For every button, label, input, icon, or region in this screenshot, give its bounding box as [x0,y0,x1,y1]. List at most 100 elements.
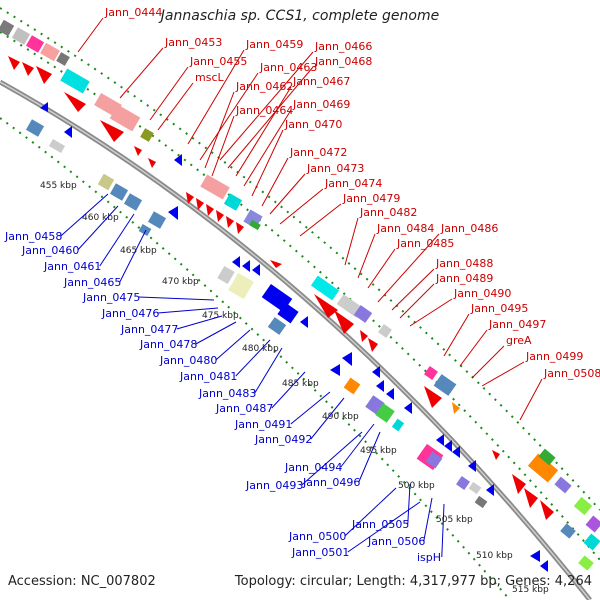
forward-label-leader [519,378,543,421]
forward-label-leader [235,86,292,177]
reverse-label-leader [441,503,445,558]
forward-gene-label: Jann_0467 [292,75,350,88]
reverse-gene-label: Jann_0461 [43,260,101,273]
gene-block [554,476,572,494]
gene-arrow [376,380,384,392]
forward-label-leader [459,329,488,367]
reverse-label-leader [271,371,306,409]
forward-gene-label: Jann_0485 [396,237,454,250]
reverse-label-leader [407,483,411,525]
gene-arrow [134,146,142,156]
forward-gene-label: Jann_0482 [359,206,417,219]
gene-block [310,275,340,301]
forward-label-leader [199,72,259,161]
gene-arrow [232,256,240,268]
forward-label-leader [77,17,104,53]
gene-arrow [8,56,20,70]
gene-arrow [148,158,156,168]
reverse-gene-label: Jann_0493 [245,479,303,492]
forward-label-leader [219,51,314,161]
gene-arrow [174,154,182,166]
gene-arrow [36,66,52,84]
forward-gene-label: Jann_0474 [324,177,382,190]
forward-gene-label: Jann_0453 [164,36,222,49]
kbp-tick-label: 480 kbp [242,344,279,354]
gene-arrow [372,366,380,378]
gene-arrow [452,446,460,458]
forward-label-leader [367,248,396,289]
gene-block [468,481,482,495]
forward-gene-label: Jann_0466 [314,40,372,53]
forward-gene-label: Jann_0455 [189,55,247,68]
kbp-tick-label: 500 kbp [398,481,435,491]
gene-arrow [486,484,494,496]
gene-arrow [540,500,554,520]
gene-arrow [492,450,500,460]
kbp-tick-label: 515 kbp [512,585,549,595]
gene-block [277,302,299,324]
gene-arrow [368,338,378,352]
gene-arrow [530,550,540,562]
forward-gene-label: Jann_0495 [470,302,528,315]
gene-block [200,174,230,200]
gene-arrow [168,206,178,220]
kbp-tick-label: 460 kbp [82,213,119,223]
gene-block [123,193,143,211]
gene-arrow [512,474,526,494]
forward-gene-label: mscL [195,71,224,84]
reverse-label-leader [344,487,397,537]
reverse-gene-label: Jann_0505 [351,518,409,531]
gene-block [249,219,261,231]
gene-block [48,139,66,153]
gene-arrow [330,364,340,376]
gene-block [25,119,45,137]
forward-label-leader [269,173,306,215]
reverse-label-leader [254,347,283,394]
forward-gene-label: Jann_0468 [314,55,372,68]
gene-block [11,27,31,45]
forward-label-leader [471,345,505,379]
reverse-label-leader [310,397,345,440]
reverse-label-leader [347,501,421,553]
gene-arrow [64,126,72,138]
gene-arrow [524,488,538,508]
reverse-label-leader [157,307,219,314]
kbp-tick-label: 485 kbp [282,379,319,389]
gene-arrow [300,316,308,328]
forward-gene-label: Jann_0459 [245,38,303,51]
gene-block [583,533,600,551]
gene-block [109,104,141,132]
gene-arrow [424,386,442,408]
forward-label-leader [443,313,470,357]
reverse-gene-label: Jann_0492 [254,433,312,446]
gene-block [573,496,593,516]
reverse-gene-labels: Jann_0458Jann_0460Jann_0461Jann_0465Jann… [4,193,445,564]
forward-gene-label: Jann_0462 [235,80,293,93]
gene-block [147,211,167,229]
gene-arrow [40,102,48,112]
gene-block [391,418,405,432]
forward-gene-label: Jann_0484 [376,222,434,235]
reverse-label-leader [215,329,251,361]
gene-arrow [270,260,282,268]
forward-label-leader [211,115,235,177]
forward-gene-label: Jann_0486 [440,222,498,235]
reverse-gene-label: Jann_0475 [82,291,140,304]
reverse-gene-label: Jann_0496 [302,476,360,489]
gene-arrow [334,310,354,334]
gene-block [353,305,373,323]
gene-arrow [100,120,124,142]
accession-text: Accession: NC_007802 [8,574,156,589]
forward-label-leader [227,66,314,169]
forward-label-leader [243,109,292,187]
reverse-gene-label: ispH [417,551,441,564]
gene-block [97,173,115,191]
gene-block [425,451,443,469]
forward-gene-label: Jann_0489 [435,272,493,285]
kbp-tick-label: 465 kbp [120,246,157,256]
forward-gene-label: Jann_0508 [543,367,600,380]
forward-label-leader [204,91,235,169]
forward-gene-label: Jann_0469 [292,98,350,111]
forward-gene-label: greA [506,334,532,347]
gene-arrow [186,192,194,204]
